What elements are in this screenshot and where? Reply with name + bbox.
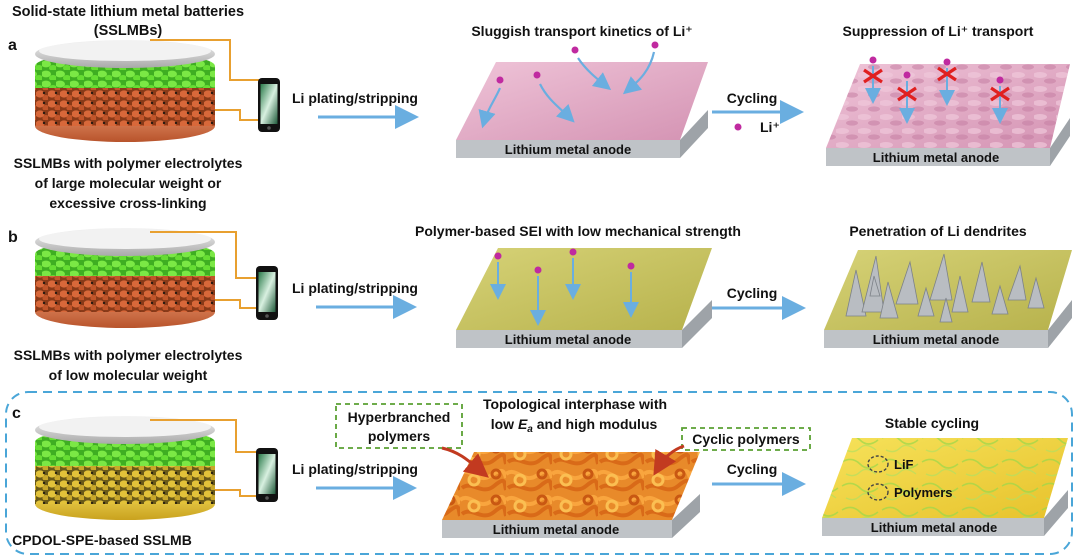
callout-cyclic: Cyclic polymers <box>681 427 811 451</box>
anode-c2: LiF Polymers Lithium metal anode <box>822 438 1068 536</box>
wires-c <box>150 419 256 497</box>
anode-c2-label: Lithium metal anode <box>871 520 997 535</box>
callout-right-pointer <box>653 444 685 476</box>
li-ion-transport-b1 <box>490 248 639 326</box>
anode-b2-label: Lithium metal anode <box>873 332 999 347</box>
anode-a1: Lithium metal anode <box>456 62 708 158</box>
battery-b-icon <box>35 228 215 328</box>
arrow-a2-label: Cycling <box>727 90 778 106</box>
battery-a-caption-line-3: excessive cross-linking <box>49 195 206 211</box>
state-a1-title: Sluggish transport kinetics of Li⁺ <box>471 23 692 39</box>
anode-a2-label: Lithium metal anode <box>873 150 999 165</box>
arrow-b1-label: Li plating/stripping <box>292 280 418 296</box>
callout-left-line-2: polymers <box>368 428 430 444</box>
battery-title-line-2: (SSLMBs) <box>94 23 163 39</box>
battery-b-caption-line-2: of low molecular weight <box>49 367 208 383</box>
anode-c1: Lithium metal anode <box>442 452 700 538</box>
wires-b <box>150 231 258 309</box>
panel-b-letter: b <box>8 229 18 246</box>
arrow-a1-label: Li plating/stripping <box>292 90 418 106</box>
li-dendrites <box>845 253 1045 323</box>
phone-icon <box>256 266 278 320</box>
li-ion-dot-icon <box>494 252 502 260</box>
li-ion-dot-icon <box>534 266 542 274</box>
callout-left-pointer <box>441 446 489 478</box>
li-ion-dot-icon <box>651 41 659 49</box>
polymers-label: Polymers <box>894 485 953 500</box>
li-ion-dot-icon <box>496 76 504 84</box>
callout-left-line-1: Hyperbranched <box>348 409 451 425</box>
phone-icon <box>256 448 278 502</box>
panel-c-dashed-frame <box>5 391 1073 555</box>
state-c1-title-line-2: low Ea and high modulus <box>491 416 658 435</box>
phone-icon <box>258 78 280 132</box>
state-c1-title-line-1: Topological interphase with <box>483 396 667 412</box>
callout-hyperbranched: Hyperbranched polymers <box>335 403 463 449</box>
state-b2-title: Penetration of Li dendrites <box>849 223 1027 239</box>
panel-c-letter: c <box>12 405 21 422</box>
li-ion-dot-icon <box>571 46 579 54</box>
anode-c1-label: Lithium metal anode <box>493 522 619 537</box>
anode-b1-label: Lithium metal anode <box>505 332 631 347</box>
state-b1-title: Polymer-based SEI with low mechanical st… <box>415 223 741 239</box>
cross-icon <box>863 66 1010 102</box>
battery-c-icon <box>35 416 215 520</box>
legend-li-label: Li⁺ <box>760 119 780 135</box>
li-ion-dot-icon <box>569 248 577 256</box>
li-ion-dot-icon <box>996 76 1004 84</box>
panel-a-letter: a <box>8 37 17 54</box>
anode-a2: Lithium metal anode <box>826 64 1070 166</box>
battery-c-caption: CPDOL-SPE-based SSLMB <box>12 532 192 548</box>
state-a2-title: Suppression of Li⁺ transport <box>843 23 1034 39</box>
callout-right-label: Cyclic polymers <box>692 431 800 447</box>
battery-title-line-1: Solid-state lithium metal batteries <box>12 4 244 20</box>
anode-a1-label: Lithium metal anode <box>505 142 631 157</box>
li-ion-dot-icon <box>903 71 911 79</box>
anode-b1: Lithium metal anode <box>456 248 712 348</box>
battery-a-caption-line-2: of large molecular weight or <box>35 175 222 191</box>
blocked-transport-a2 <box>863 56 1010 124</box>
li-ion-dot-icon <box>533 71 541 79</box>
li-ion-dot-icon <box>627 262 635 270</box>
arrow-b2-label: Cycling <box>727 285 778 301</box>
lif-marker <box>867 455 889 473</box>
li-ion-dot-icon <box>869 56 877 64</box>
battery-b-caption-line-1: SSLMBs with polymer electrolytes <box>14 347 243 363</box>
wires-a <box>150 39 262 121</box>
state-c2-title: Stable cycling <box>885 415 979 431</box>
arrow-c2-label: Cycling <box>727 461 778 477</box>
li-ion-dot-icon <box>943 58 951 66</box>
polymers-marker <box>867 483 889 501</box>
battery-a-icon <box>35 40 215 142</box>
lif-label: LiF <box>894 457 914 472</box>
legend-li-ion-icon <box>734 123 742 131</box>
battery-a-caption-line-1: SSLMBs with polymer electrolytes <box>14 155 243 171</box>
li-ion-transport-a1 <box>478 41 659 129</box>
arrow-c1-label: Li plating/stripping <box>292 461 418 477</box>
